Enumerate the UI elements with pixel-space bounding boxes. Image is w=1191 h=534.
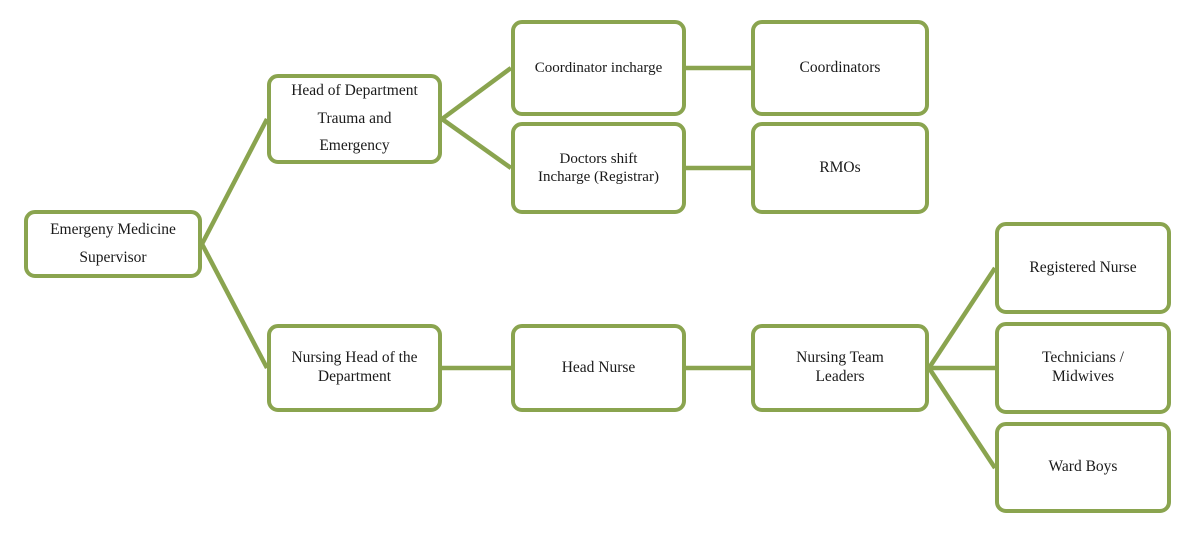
node-label-line: Supervisor — [79, 248, 147, 266]
node-label-line: Head of Department — [291, 81, 418, 99]
connector-supervisor-to-hod-trauma — [200, 117, 269, 246]
node-label-line: Midwives — [1052, 368, 1114, 385]
node-label-line: Nursing Team — [796, 349, 884, 367]
node-label-line: Nursing Head of the — [291, 349, 418, 367]
node-head-nurse[interactable]: Head Nurse — [511, 324, 686, 412]
node-label-line: Technicians / — [1042, 349, 1124, 367]
node-label-line: Ward Boys — [1048, 458, 1118, 476]
node-label-line: Emergeny Medicine — [50, 220, 176, 238]
node-nursing-team-leaders[interactable]: Nursing Team Leaders — [751, 324, 929, 412]
connector-nursing-team-leaders-to-registered-nurse — [927, 266, 997, 370]
node-ward-boys[interactable]: Ward Boys — [995, 422, 1171, 513]
node-nursing-head-of-the-department[interactable]: Nursing Head of the Department — [267, 324, 442, 412]
node-label-line: Registered Nurse — [1029, 258, 1137, 276]
node-label-line: Coordinator incharge — [534, 59, 663, 76]
node-doctors-shift-incharge-registrar[interactable]: Doctors shift Incharge (Registrar) — [511, 122, 686, 214]
node-label-line: Incharge (Registrar) — [538, 169, 659, 185]
node-label-line: RMOs — [819, 158, 861, 176]
node-coordinators[interactable]: Coordinators — [751, 20, 929, 116]
node-technicians-midwives[interactable]: Technicians / Midwives — [995, 322, 1171, 414]
node-label-line: Department — [317, 368, 392, 385]
node-label-line: Head Nurse — [561, 358, 636, 376]
node-head-of-department-trauma-and-emergency[interactable]: Head of Department Trauma and Emergency — [267, 74, 442, 164]
connector-supervisor-to-nursing-head — [200, 242, 269, 370]
node-label-line: Trauma and — [317, 109, 392, 127]
node-label-line: Coordinators — [799, 58, 881, 76]
node-label-line: Emergency — [319, 137, 390, 155]
node-emergency-medicine-supervisor[interactable]: Emergeny Medicine Supervisor — [24, 210, 202, 278]
node-rmos[interactable]: RMOs — [751, 122, 929, 214]
connector-nursing-team-leaders-to-ward-boys — [927, 366, 997, 470]
connector-hod-trauma-to-coordinator-incharge — [440, 66, 513, 121]
node-label-line: Leaders — [815, 368, 865, 385]
node-registered-nurse[interactable]: Registered Nurse — [995, 222, 1171, 314]
node-label-line: Doctors shift — [559, 150, 638, 167]
node-coordinator-incharge[interactable]: Coordinator incharge — [511, 20, 686, 116]
connector-hod-trauma-to-doctors-shift-incharge — [440, 117, 513, 170]
